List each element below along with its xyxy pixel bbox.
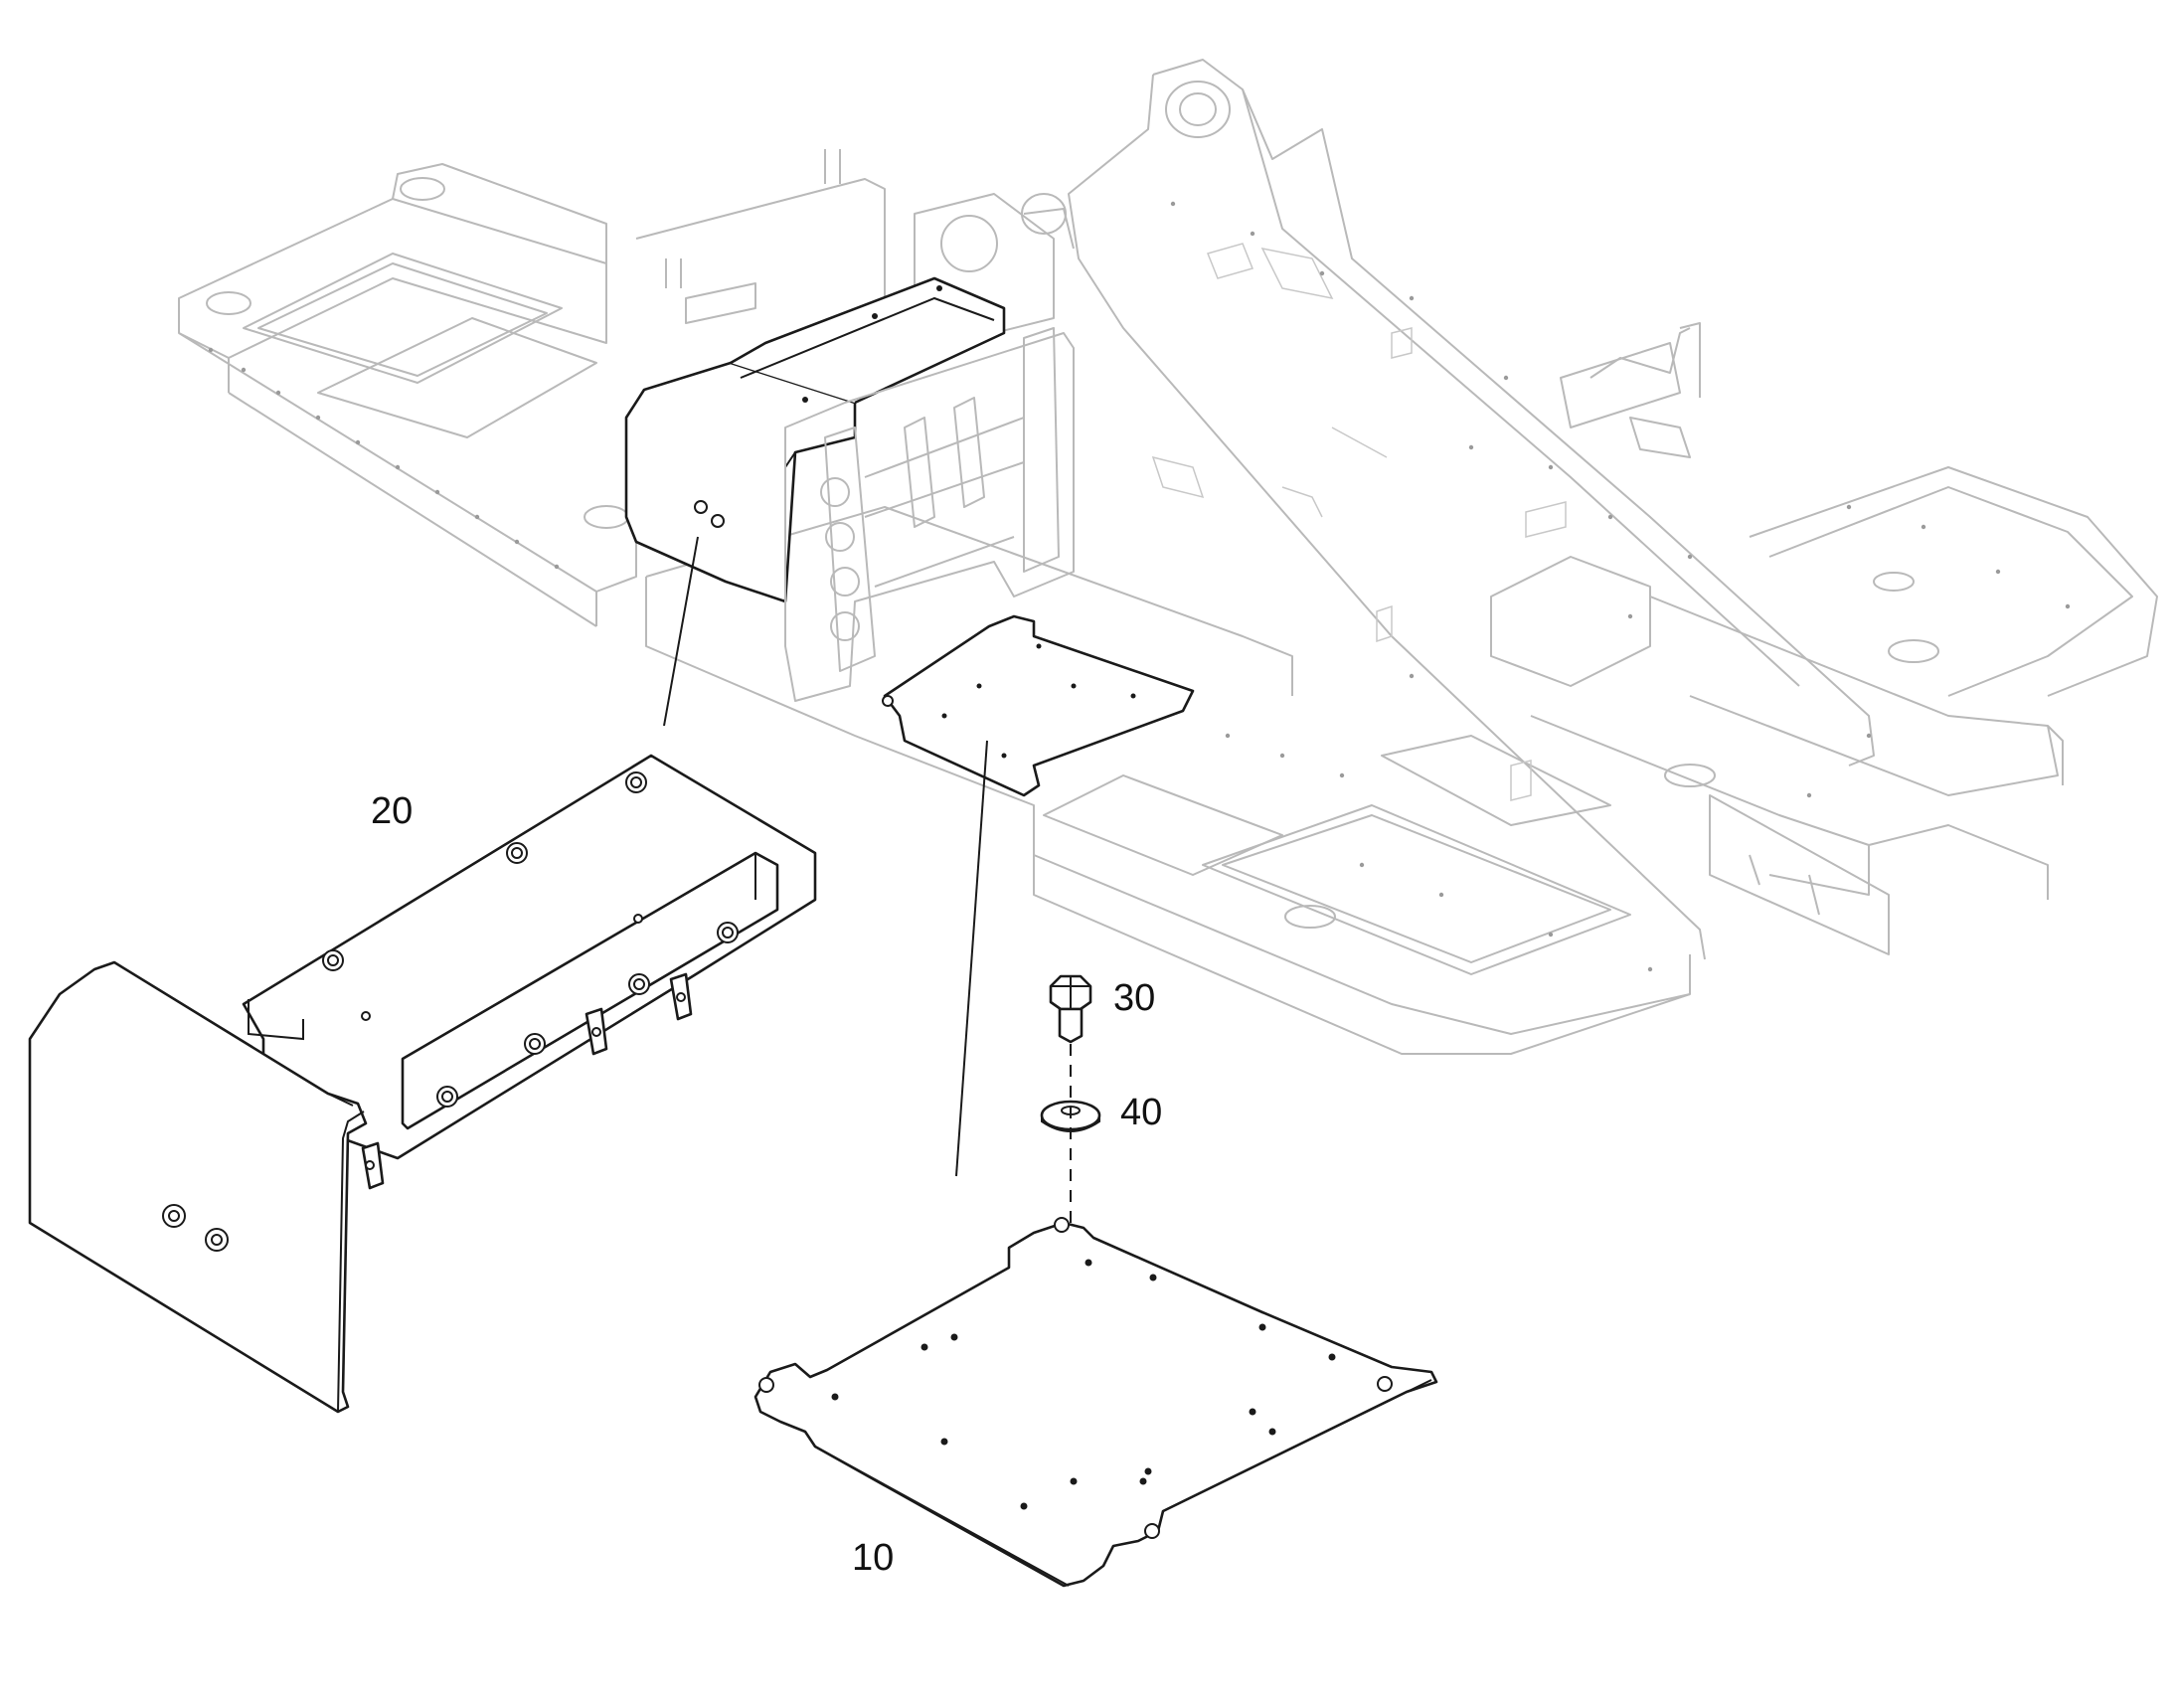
callout-10[interactable]: 10	[852, 1537, 895, 1579]
part-10-floor-plate[interactable]	[753, 1217, 1438, 1588]
installed-cover-20	[624, 276, 1006, 603]
installed-plate-10	[882, 614, 1195, 797]
frame-holes	[208, 201, 2071, 972]
callout-30[interactable]: 30	[1113, 977, 1156, 1019]
part-20-side-cover[interactable]	[28, 754, 817, 1414]
callout-20[interactable]: 20	[371, 790, 414, 832]
callout-40[interactable]: 40	[1120, 1092, 1163, 1133]
mounting-tower	[784, 327, 1075, 702]
chassis-frame	[178, 59, 2158, 1055]
part-30-bolt[interactable]	[1049, 974, 1092, 1044]
leader-line-20	[663, 536, 699, 727]
leader-line-10	[955, 740, 988, 1177]
leader-lines	[663, 536, 1072, 1229]
